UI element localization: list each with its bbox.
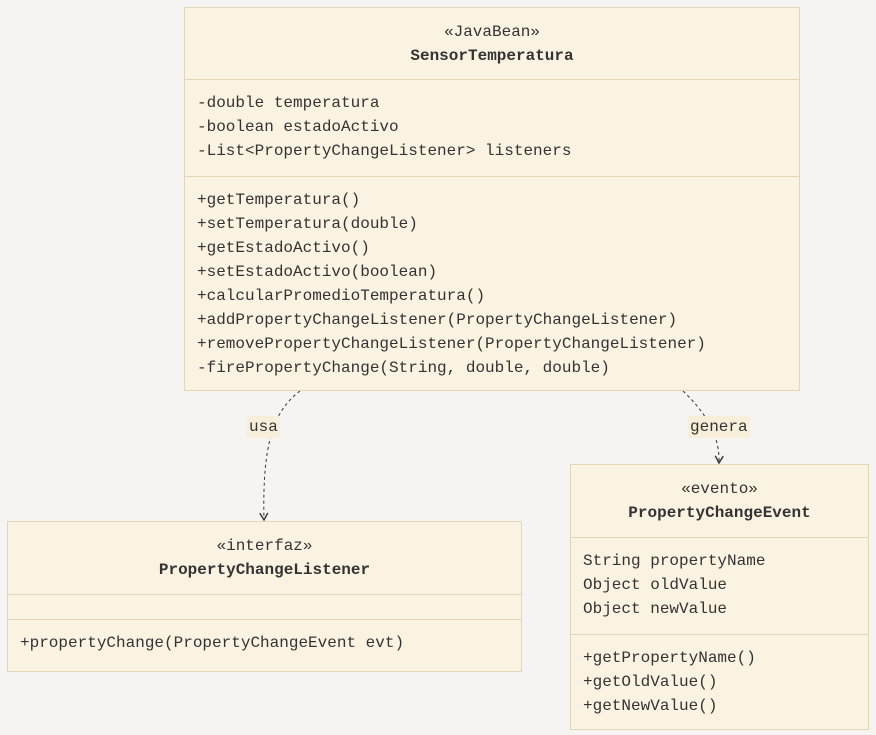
method: +calcularPromedioTemperatura() bbox=[197, 287, 486, 305]
relation-label-usa: usa bbox=[247, 416, 280, 438]
methods-section: +getPropertyName() +getOldValue() +getNe… bbox=[571, 634, 868, 729]
class-name: PropertyChangeEvent bbox=[628, 504, 811, 522]
class-property-change-event[interactable]: «evento» PropertyChangeEvent String prop… bbox=[570, 464, 869, 730]
attribute: -boolean estadoActivo bbox=[197, 118, 399, 136]
edge-usa bbox=[259, 390, 301, 522]
method: +addPropertyChangeListener(PropertyChang… bbox=[197, 311, 678, 329]
attributes-section: -double temperatura -boolean estadoActiv… bbox=[185, 80, 799, 176]
class-property-change-listener[interactable]: «interfaz» PropertyChangeListener +prope… bbox=[7, 521, 522, 672]
attribute: Object newValue bbox=[583, 600, 728, 618]
method: -firePropertyChange(String, double, doub… bbox=[197, 359, 610, 377]
method: +removePropertyChangeListener(PropertyCh… bbox=[197, 335, 706, 353]
attribute: Object oldValue bbox=[583, 576, 728, 594]
method: +getPropertyName() bbox=[583, 649, 756, 667]
attribute: -double temperatura bbox=[197, 94, 380, 112]
method: +setEstadoActivo(boolean) bbox=[197, 263, 438, 281]
attributes-section: String propertyName Object oldValue Obje… bbox=[571, 538, 868, 634]
methods-section: +propertyChange(PropertyChangeEvent evt) bbox=[8, 619, 521, 666]
method: +getNewValue() bbox=[583, 697, 718, 715]
class-header: «JavaBean» SensorTemperatura bbox=[185, 8, 799, 80]
class-header: «interfaz» PropertyChangeListener bbox=[8, 522, 521, 595]
stereotype-label: «JavaBean» bbox=[443, 23, 540, 41]
method: +getTemperatura() bbox=[197, 191, 361, 209]
attributes-section bbox=[8, 595, 521, 619]
method: +getEstadoActivo() bbox=[197, 239, 370, 257]
relation-label-genera: genera bbox=[688, 416, 750, 438]
method: +propertyChange(PropertyChangeEvent evt) bbox=[20, 634, 405, 652]
stereotype-label: «interfaz» bbox=[216, 537, 313, 555]
method: +setTemperatura(double) bbox=[197, 215, 418, 233]
methods-section: +getTemperatura() +setTemperatura(double… bbox=[185, 176, 799, 391]
method: +getOldValue() bbox=[583, 673, 718, 691]
attribute: String propertyName bbox=[583, 552, 766, 570]
stereotype-label: «evento» bbox=[681, 480, 758, 498]
class-name: PropertyChangeListener bbox=[158, 561, 371, 579]
attribute: -List<PropertyChangeListener> listeners bbox=[197, 142, 572, 160]
class-name: SensorTemperatura bbox=[410, 47, 574, 65]
class-header: «evento» PropertyChangeEvent bbox=[571, 465, 868, 538]
class-sensor-temperatura[interactable]: «JavaBean» SensorTemperatura -double tem… bbox=[184, 7, 800, 391]
